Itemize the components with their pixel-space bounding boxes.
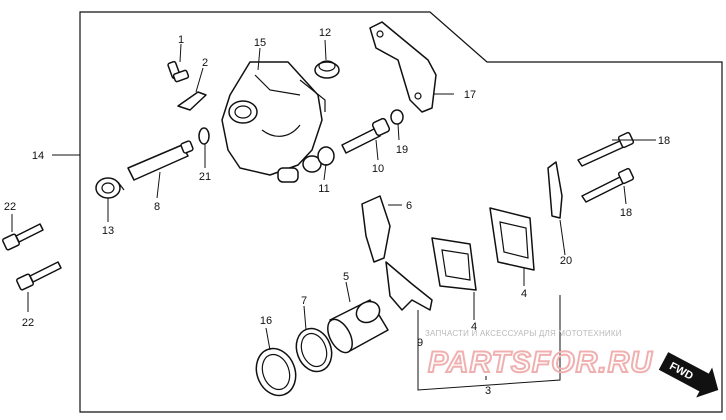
callout-20: 20 bbox=[560, 255, 572, 267]
callout-3: 3 bbox=[485, 385, 491, 397]
pad-clip-20-part bbox=[547, 161, 563, 219]
pad-shim-9-part bbox=[385, 261, 433, 311]
pad-retainer-6-part bbox=[361, 195, 391, 263]
callout-14: 14 bbox=[32, 150, 44, 162]
callout-19: 19 bbox=[396, 144, 408, 156]
plate-hole bbox=[376, 30, 384, 38]
bolt-18-upper-part bbox=[577, 131, 635, 167]
fwd-arrow-icon bbox=[658, 352, 719, 398]
callout-7: 7 bbox=[301, 295, 307, 307]
callout-5: 5 bbox=[343, 271, 349, 283]
callout-6: 6 bbox=[406, 200, 412, 212]
callout-16: 16 bbox=[260, 315, 272, 327]
callout-13: 13 bbox=[102, 225, 114, 237]
callout-17: 17 bbox=[464, 89, 476, 101]
callout-18-lower: 18 bbox=[620, 207, 632, 219]
callout-1: 1 bbox=[178, 34, 184, 46]
caliper-body-part bbox=[221, 61, 326, 183]
callout-18-upper: 18 bbox=[658, 135, 670, 147]
washer-21-part bbox=[198, 127, 210, 145]
bolt-22-upper-part bbox=[2, 223, 44, 251]
boot-12-part bbox=[314, 60, 340, 79]
callout-22-upper: 22 bbox=[4, 201, 16, 213]
leader-lines bbox=[11, 39, 656, 380]
callout-4-right: 4 bbox=[521, 288, 527, 300]
washer-19-part bbox=[390, 109, 404, 125]
callout-8: 8 bbox=[154, 201, 160, 213]
plate-hole bbox=[414, 92, 422, 100]
callout-22-lower: 22 bbox=[22, 317, 34, 329]
dust-seal-16-part bbox=[255, 347, 297, 397]
boot-13-part bbox=[95, 177, 125, 199]
piston-5-part bbox=[327, 299, 389, 354]
callout-21: 21 bbox=[199, 171, 211, 183]
callout-10: 10 bbox=[372, 163, 384, 175]
brake-pad-right-part bbox=[489, 207, 535, 271]
callout-2: 2 bbox=[202, 57, 208, 69]
pad-spring-plate-part bbox=[369, 21, 437, 113]
assembly-outline bbox=[79, 11, 723, 413]
boot-11-part bbox=[302, 146, 335, 173]
piston-seal-7-part bbox=[295, 327, 333, 373]
callout-4-left: 4 bbox=[471, 321, 477, 333]
callout-12: 12 bbox=[319, 27, 331, 39]
pad-set-bracket bbox=[417, 295, 561, 391]
brake-pad-left-part bbox=[431, 237, 477, 291]
watermark-tagline: ЗАПЧАСТИ И АКСЕССУАРЫ ДЛЯ МОТОТЕХНИКИ bbox=[425, 329, 622, 338]
pin-bolt-10-part bbox=[341, 117, 391, 154]
bleeder-cap-part bbox=[177, 91, 207, 111]
pin-8-part bbox=[127, 140, 194, 181]
bolt-18-lower-part bbox=[581, 167, 635, 203]
fwd-direction-arrow: FWD bbox=[658, 352, 719, 398]
bolt-22-lower-part bbox=[16, 261, 62, 291]
callout-15: 15 bbox=[254, 37, 266, 49]
callout-9: 9 bbox=[417, 337, 423, 349]
callout-11: 11 bbox=[318, 183, 329, 195]
watermark-brand: PARTSFOR.RU bbox=[428, 346, 653, 379]
bleeder-screw-part bbox=[167, 60, 190, 83]
